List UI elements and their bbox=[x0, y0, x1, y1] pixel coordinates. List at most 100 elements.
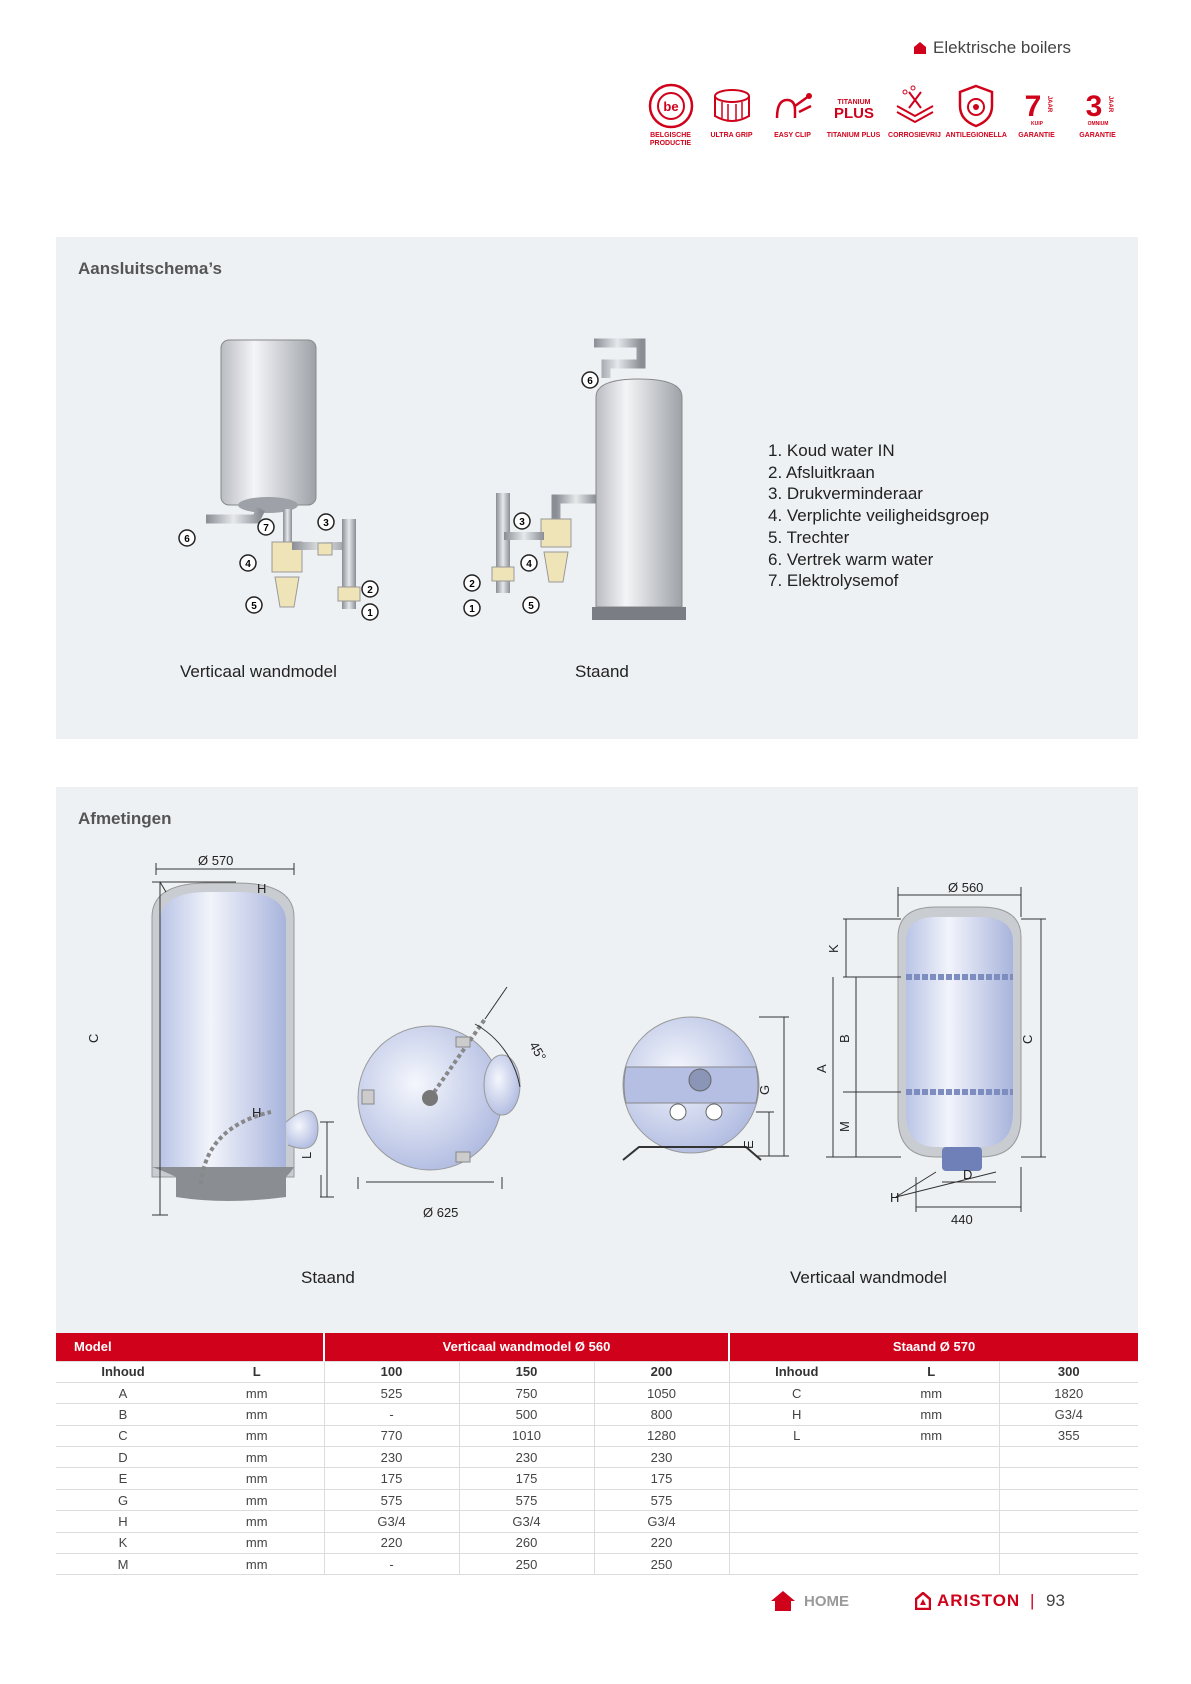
dim-label-g: G bbox=[757, 1085, 772, 1095]
head-model: Model bbox=[56, 1333, 325, 1362]
connections-panel: Aansluitschema’s bbox=[56, 237, 1138, 739]
dim-label-h-side: H bbox=[252, 1105, 261, 1120]
dim-label-h-top: H bbox=[257, 881, 266, 896]
subhead-cell: 200 bbox=[594, 1361, 730, 1383]
legend-item: 5. Trechter bbox=[768, 527, 850, 547]
subhead-cell: Inhoud bbox=[56, 1361, 190, 1383]
ariston-logo-icon bbox=[915, 1592, 931, 1610]
feature-label: ULTRA GRIP bbox=[710, 132, 753, 139]
subhead-cell: L bbox=[190, 1361, 325, 1383]
dimensions-panel: Afmetingen Ø 570 bbox=[56, 787, 1138, 1333]
feature-label: BELGISCHE PRODUCTIE bbox=[649, 132, 692, 147]
dim-label-c-standing: C bbox=[86, 1034, 101, 1043]
dim-label-d570: Ø 570 bbox=[198, 853, 233, 868]
feature-label: ANTILEGIONELLA bbox=[945, 132, 1007, 139]
svg-text:6: 6 bbox=[587, 376, 593, 387]
subhead-cell: 150 bbox=[459, 1361, 595, 1383]
home-icon bbox=[914, 42, 927, 54]
feature-label: GARANTIE bbox=[1018, 132, 1055, 139]
dim-label-e: E bbox=[741, 1140, 756, 1149]
dim-label-a: A bbox=[814, 1064, 829, 1073]
feature-warranty-7: 7 JAAR KUIP GARANTIE bbox=[1006, 82, 1067, 148]
warranty-unit: JAAR bbox=[1107, 96, 1113, 113]
marker-6-standing: 6 bbox=[581, 371, 599, 389]
svg-text:1: 1 bbox=[469, 604, 475, 615]
dimension-drawings: Ø 570 H C H L Ø 625 45° bbox=[86, 853, 1046, 1227]
marker-2-wall: 2 bbox=[361, 580, 379, 598]
caption-wall-model: Verticaal wandmodel bbox=[180, 662, 337, 681]
table-head-row: Model Verticaal wandmodel Ø 560 Staand Ø… bbox=[56, 1333, 1138, 1362]
feature-label: TITANIUM PLUS bbox=[826, 132, 881, 139]
svg-text:4: 4 bbox=[245, 559, 251, 570]
dim-label-l: L bbox=[299, 1152, 314, 1159]
marker-1-standing: 1 bbox=[463, 599, 481, 617]
dim-label-440: 440 bbox=[951, 1212, 973, 1227]
warranty-number: 7 bbox=[1024, 90, 1041, 123]
head-wall-model: Verticaal wandmodel Ø 560 bbox=[324, 1333, 730, 1362]
caption-standing-model: Staand bbox=[575, 662, 629, 681]
svg-text:1: 1 bbox=[367, 608, 373, 619]
legend-item: 4. Verplichte veiligheidsgroep bbox=[768, 506, 990, 526]
caption-dim-standing: Staand bbox=[301, 1268, 355, 1287]
titanium-top-text: TITANIUM bbox=[837, 99, 870, 106]
home-icon bbox=[771, 1591, 795, 1611]
feature-easy-clip: EASY CLIP bbox=[762, 82, 823, 148]
standing-top-view: Ø 625 45° bbox=[357, 986, 549, 1220]
legend-item: 2. Afsluitkraan bbox=[768, 462, 875, 482]
dimensions-title: Afmetingen bbox=[78, 809, 172, 828]
home-label: HOME bbox=[804, 1592, 849, 1610]
warranty-7-icon: 7 JAAR KUIP bbox=[1024, 90, 1051, 127]
feature-ultra-grip: ULTRA GRIP bbox=[701, 82, 762, 148]
feature-corrosion-free: CORROSIEVRIJ bbox=[884, 82, 945, 148]
svg-text:7: 7 bbox=[263, 523, 269, 534]
made-in-belgium-icon: be bbox=[648, 83, 693, 129]
marker-3-standing: 3 bbox=[513, 512, 531, 530]
warranty-sub: OMNIUM bbox=[1087, 121, 1108, 127]
marker-5-standing: 5 bbox=[522, 596, 540, 614]
marker-4-standing: 4 bbox=[520, 554, 538, 572]
badge-be: be bbox=[663, 99, 678, 114]
connections-title: Aansluitschema’s bbox=[78, 259, 222, 278]
marker-4-wall: 4 bbox=[239, 554, 257, 572]
svg-text:2: 2 bbox=[367, 585, 373, 596]
marker-7-wall: 7 bbox=[257, 518, 275, 536]
dim-label-angle: 45° bbox=[526, 1039, 549, 1064]
standing-side-view: Ø 570 H C H L bbox=[86, 853, 334, 1216]
marker-3-wall: 3 bbox=[317, 513, 335, 531]
warranty-3-icon: 3 JAAR OMNIUM bbox=[1085, 90, 1113, 127]
caption-dim-wall: Verticaal wandmodel bbox=[790, 1268, 947, 1287]
standing-model-diagram bbox=[491, 338, 686, 620]
legend-item: 1. Koud water IN bbox=[768, 441, 895, 460]
feature-belgian-production: be BELGISCHE PRODUCTIE bbox=[640, 82, 701, 148]
dim-label-b: B bbox=[837, 1034, 852, 1043]
subhead-cell: 100 bbox=[324, 1361, 460, 1383]
marker-5-wall: 5 bbox=[245, 596, 263, 614]
marker-1-wall: 1 bbox=[361, 603, 379, 621]
svg-text:3: 3 bbox=[519, 517, 525, 528]
svg-text:3: 3 bbox=[323, 518, 329, 529]
category-breadcrumb[interactable]: Elektrische boilers bbox=[913, 38, 1071, 58]
dim-label-k: K bbox=[826, 944, 841, 953]
dim-label-h-wall: H bbox=[890, 1190, 899, 1205]
diagram-markers: 6 7 3 4 2 1 5 6 3 4 2 1 5 bbox=[178, 371, 599, 621]
warranty-sub: KUIP bbox=[1031, 121, 1044, 127]
spec-table: Model Verticaal wandmodel Ø 560 Staand Ø… bbox=[56, 1333, 1138, 1576]
feature-icons-row: be BELGISCHE PRODUCTIE ULTRA GRIP EASY C… bbox=[640, 82, 1128, 148]
ariston-logo: ARISTON bbox=[915, 1591, 1020, 1611]
easy-clip-icon bbox=[775, 93, 812, 119]
home-link[interactable]: HOME bbox=[770, 1590, 849, 1612]
head-standing-model: Staand Ø 570 bbox=[729, 1333, 1138, 1362]
connection-diagrams: 6 7 3 4 2 1 5 6 3 4 2 1 5 bbox=[178, 338, 686, 621]
dim-label-d625: Ø 625 bbox=[423, 1205, 458, 1220]
feature-label: EASY CLIP bbox=[774, 132, 811, 139]
legend-item: 6. Vertrek warm water bbox=[768, 549, 934, 569]
titanium-plus-text: PLUS bbox=[833, 105, 873, 122]
wall-model-diagram bbox=[206, 339, 361, 609]
